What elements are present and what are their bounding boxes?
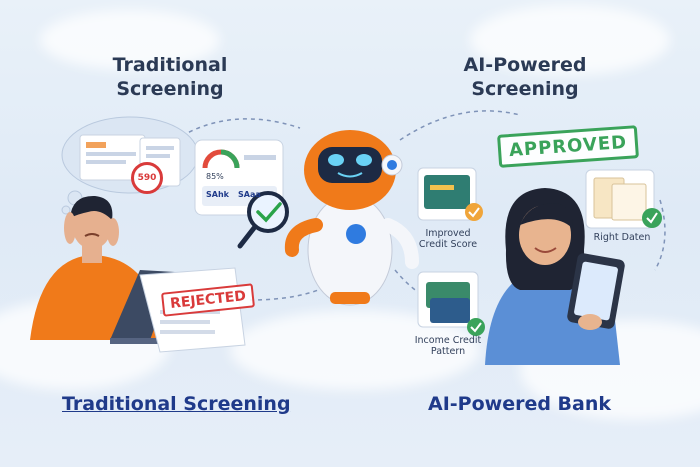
- credit-score-badge: 590: [131, 162, 163, 194]
- flow-arrow: [654, 199, 666, 271]
- approved-stamp-label: APPROVED: [508, 131, 628, 162]
- feature-label-line: Right Daten: [593, 232, 651, 243]
- caption-ai-powered-bank: AI-Powered Bank: [428, 393, 612, 415]
- heading-ai-powered-screening: AI-Powered Screening: [455, 54, 595, 102]
- bank-tag: SAaa: [238, 190, 261, 199]
- credit-score-value: 590: [137, 173, 157, 183]
- credit-card-icon: [417, 167, 483, 221]
- feature-label-line: Pattern: [430, 346, 466, 358]
- feature-label-income-pattern: Income Credit Pattern: [408, 335, 488, 358]
- magnifier-check-icon: [237, 191, 289, 249]
- caption-traditional-screening: Traditional Screening: [62, 393, 291, 415]
- money-wallet-icon: [417, 271, 485, 336]
- heading-line: Traditional: [112, 54, 228, 76]
- flow-arrow: [174, 118, 301, 141]
- bank-tag: SAhk: [206, 190, 229, 199]
- feature-label-credit-score: Improved Credit Score: [408, 228, 488, 251]
- feature-label-line: Income Credit: [414, 335, 482, 346]
- smiling-woman-figure: [485, 188, 625, 365]
- heading-line: Screening: [471, 77, 579, 100]
- gauge-percent: 85%: [206, 172, 224, 181]
- document-stack-icon: [585, 169, 662, 229]
- ai-robot-figure: [284, 130, 419, 306]
- flow-arrow: [249, 284, 331, 301]
- heading-line: AI-Powered: [463, 54, 587, 76]
- feature-label-line: Improved: [425, 228, 471, 239]
- heading-line: Screening: [116, 77, 224, 100]
- cloud: [470, 5, 670, 75]
- heading-traditional-screening: Traditional Screening: [100, 54, 240, 102]
- cloud: [40, 10, 220, 70]
- feature-label-right-data: Right Daten: [584, 232, 660, 243]
- rejected-stamp-label: REJECTED: [169, 288, 247, 312]
- feature-label-line: Credit Score: [418, 239, 478, 251]
- flow-arrow: [399, 110, 521, 141]
- thought-bubble: [61, 116, 199, 215]
